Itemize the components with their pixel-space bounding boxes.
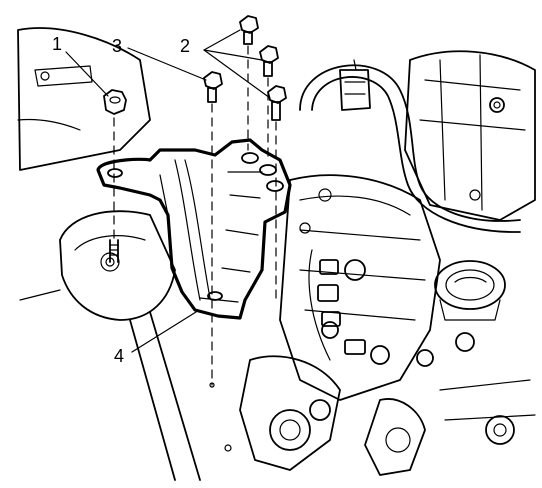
bolt-3 bbox=[203, 71, 223, 103]
intake-manifold bbox=[404, 50, 536, 221]
leader-lines bbox=[65, 29, 271, 353]
engine-mount-bracket bbox=[96, 138, 292, 320]
callout-1: 1 bbox=[52, 34, 62, 54]
mount-nut bbox=[103, 89, 127, 115]
body-structure bbox=[17, 27, 201, 481]
bolt-upper-left bbox=[239, 15, 259, 45]
callout-2: 2 bbox=[180, 36, 190, 56]
bolt-lower-right bbox=[267, 85, 287, 121]
accessory-drive bbox=[239, 355, 536, 476]
callout-4: 4 bbox=[114, 346, 124, 366]
wiring-harness bbox=[308, 249, 366, 361]
oil-filler-cap bbox=[434, 260, 506, 321]
installation-centerlines bbox=[113, 45, 277, 452]
mount-stud bbox=[109, 239, 119, 263]
callout-3: 3 bbox=[112, 36, 122, 56]
coolant-hose bbox=[299, 64, 521, 233]
engine-block bbox=[279, 174, 475, 401]
sensor-connector bbox=[339, 59, 371, 111]
bolt-upper-right bbox=[259, 45, 279, 77]
